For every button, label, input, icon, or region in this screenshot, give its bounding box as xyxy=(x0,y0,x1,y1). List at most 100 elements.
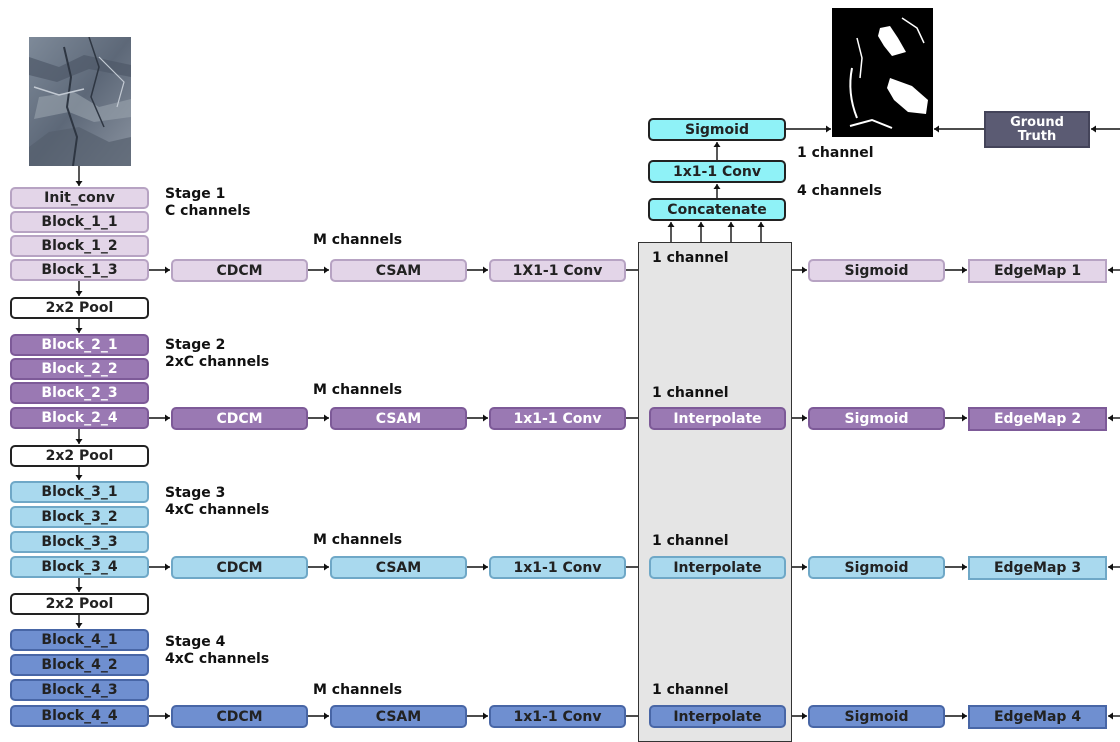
stage-2-channels: 2xC channels xyxy=(165,353,270,370)
m-channels-label-4: M channels xyxy=(313,682,403,698)
arrow-csam-to-conv-1-head xyxy=(483,266,488,274)
concatenate-box: Concatenate xyxy=(648,198,786,221)
one-channel-label-4: 1 channel xyxy=(652,682,729,698)
arrow-loss-to-gt-head xyxy=(1091,125,1096,133)
arrow-interp-to-sigmoid-3-head xyxy=(802,563,807,571)
stage-2-label: Stage 2 2xC channels xyxy=(165,337,269,371)
arrow-up-to-concat-4-head xyxy=(757,222,765,227)
cdcm-3: CDCM xyxy=(171,556,308,579)
interpolate-3: Interpolate xyxy=(649,556,786,579)
sigmoid-2: Sigmoid xyxy=(808,407,945,430)
arrow-pool2-to-b31-head xyxy=(75,475,83,480)
interpolate-4: Interpolate xyxy=(649,705,786,728)
arrow-gt-to-output-head xyxy=(934,125,939,133)
pool-2: 2x2 Pool xyxy=(10,445,149,467)
arrow-up-to-concat-2-head xyxy=(697,222,705,227)
arrow-sigmoid-to-edgemap-2-head xyxy=(962,414,967,422)
input-image xyxy=(29,37,131,166)
block-2-1: Block_2_1 xyxy=(10,334,149,356)
block-3-1: Block_3_1 xyxy=(10,481,149,503)
ground-truth-box: Ground Truth xyxy=(984,111,1090,148)
stage-1-label: Stage 1 C channels xyxy=(165,186,250,220)
block-4-2: Block_4_2 xyxy=(10,654,149,676)
arrow-csam-to-conv-4-head xyxy=(483,712,488,720)
arrow-block-to-cdcm-3-head xyxy=(165,563,170,571)
edgemap-3: EdgeMap 3 xyxy=(968,556,1107,580)
conv-2: 1x1-1 Conv xyxy=(489,407,626,430)
conv-3: 1x1-1 Conv xyxy=(489,556,626,579)
arrow-conv-to-sigmoid-1-head xyxy=(802,266,807,274)
m-channels-label-3: M channels xyxy=(313,532,403,548)
stage-4-label: Stage 4 4xC channels xyxy=(165,634,269,668)
csam-3: CSAM xyxy=(330,556,467,579)
arrow-csam-to-conv-3-head xyxy=(483,563,488,571)
arrow-cdcm-to-csam-3-head xyxy=(324,563,329,571)
block-4-3: Block_4_3 xyxy=(10,679,149,701)
arrow-loss-to-edgemap-1-head xyxy=(1108,266,1113,274)
block-2-2: Block_2_2 xyxy=(10,358,149,380)
arrow-b34-to-pool3-head xyxy=(75,587,83,592)
init-conv-block: Init_conv xyxy=(10,187,149,209)
block-2-4: Block_2_4 xyxy=(10,407,149,429)
sigmoid-3: Sigmoid xyxy=(808,556,945,579)
csam-4: CSAM xyxy=(330,705,467,728)
cdcm-2: CDCM xyxy=(171,407,308,430)
block-4-1: Block_4_1 xyxy=(10,629,149,651)
arrow-image-to-init-head xyxy=(75,181,83,186)
arrow-up-to-concat-1-head xyxy=(667,222,675,227)
edgemap-2: EdgeMap 2 xyxy=(968,407,1107,431)
arrow-concat-to-conv-head xyxy=(713,184,721,189)
edgemap-1: EdgeMap 1 xyxy=(968,259,1107,283)
sigmoid-1: Sigmoid xyxy=(808,259,945,282)
one-channel-label-3: 1 channel xyxy=(652,533,729,549)
block-3-3: Block_3_3 xyxy=(10,531,149,553)
fuse-one-channel-label: 1 channel xyxy=(797,145,874,161)
block-4-4: Block_4_4 xyxy=(10,705,149,727)
m-channels-label-2: M channels xyxy=(313,382,403,398)
arrow-pool3-to-b41-head xyxy=(75,623,83,628)
sigmoid-fuse: Sigmoid xyxy=(648,118,786,141)
sigmoid-4: Sigmoid xyxy=(808,705,945,728)
block-3-4: Block_3_4 xyxy=(10,556,149,578)
conv-4: 1x1-1 Conv xyxy=(489,705,626,728)
arrow-b24-to-pool2-head xyxy=(75,439,83,444)
m-channels-label-1: M channels xyxy=(313,232,403,248)
arrow-interp-to-sigmoid-2-head xyxy=(802,414,807,422)
csam-1: CSAM xyxy=(330,259,467,282)
block-1-3: Block_1_3 xyxy=(10,259,149,281)
arrow-block-to-cdcm-1-head xyxy=(165,266,170,274)
arrow-interp-to-sigmoid-4-head xyxy=(802,712,807,720)
stage-4-channels: 4xC channels xyxy=(165,650,270,667)
arrow-cdcm-to-csam-1-head xyxy=(324,266,329,274)
csam-2: CSAM xyxy=(330,407,467,430)
arrow-loss-to-edgemap-3-head xyxy=(1108,563,1113,571)
one-channel-label-1: 1 channel xyxy=(652,250,729,266)
stage-3-channels: 4xC channels xyxy=(165,501,270,518)
fuse-four-channels-label: 4 channels xyxy=(797,183,882,199)
cdcm-4: CDCM xyxy=(171,705,308,728)
arrow-pool1-to-b21-head xyxy=(75,328,83,333)
stage-1-channels: C channels xyxy=(165,202,251,219)
arrow-sigmoid-to-edgemap-3-head xyxy=(962,563,967,571)
pool-1: 2x2 Pool xyxy=(10,297,149,319)
stage-3-label: Stage 3 4xC channels xyxy=(165,485,269,519)
conv-fuse: 1x1-1 Conv xyxy=(648,160,786,183)
stage-2-name: Stage 2 xyxy=(165,337,226,353)
arrow-b13-to-pool1-head xyxy=(75,291,83,296)
edgemap-4: EdgeMap 4 xyxy=(968,705,1107,729)
arrow-conv-to-sigmoid-head xyxy=(713,142,721,147)
arrow-cdcm-to-csam-2-head xyxy=(324,414,329,422)
cdcm-1: CDCM xyxy=(171,259,308,282)
conv-1: 1X1-1 Conv xyxy=(489,259,626,282)
arrow-loss-to-edgemap-4-head xyxy=(1108,712,1113,720)
arrow-sigmoid-to-edgemap-1-head xyxy=(962,266,967,274)
block-2-3: Block_2_3 xyxy=(10,382,149,404)
interpolation-panel xyxy=(638,242,792,742)
pool-3: 2x2 Pool xyxy=(10,593,149,615)
block-1-2: Block_1_2 xyxy=(10,235,149,257)
block-3-2: Block_3_2 xyxy=(10,506,149,528)
stage-3-name: Stage 3 xyxy=(165,485,226,501)
arrow-block-to-cdcm-4-head xyxy=(165,712,170,720)
arrow-csam-to-conv-2-head xyxy=(483,414,488,422)
arrow-sigmoid-to-edgemap-4-head xyxy=(962,712,967,720)
